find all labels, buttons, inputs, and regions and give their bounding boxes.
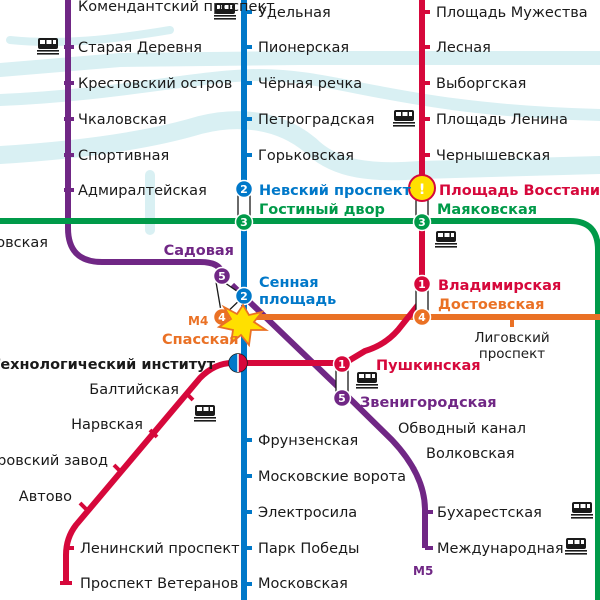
station-volkovskaya: Волковская [426, 446, 515, 462]
svg-text:5: 5 [338, 392, 346, 405]
transfer-pushkinskaya[interactable]: 1 [332, 354, 352, 374]
train-icon [37, 38, 59, 55]
svg-text:1: 1 [338, 358, 346, 371]
train-icon [565, 538, 587, 555]
train-icon [393, 110, 415, 127]
line-3-station-labels: Василеостровская Гостиный двор Маяковска… [0, 202, 537, 251]
station-vladimirskaya: Владимирская [438, 278, 561, 294]
station-admiralteyskaya: Адмиралтейская [78, 183, 207, 199]
station-pushkinskaya: Пушкинская [376, 358, 481, 374]
svg-text:4: 4 [418, 311, 426, 324]
station-moskovskaya: Московская [258, 576, 348, 592]
station-staraya-derevnya: Старая Деревня [78, 40, 202, 56]
transfer-sennaya[interactable]: 2 [234, 286, 254, 306]
svg-text:2: 2 [240, 290, 248, 303]
line-2-station-labels: Удельная Пионерская Чёрная речка Петрогр… [258, 5, 412, 592]
svg-text:3: 3 [418, 216, 426, 229]
station-chernaya-rechka: Чёрная речка [258, 76, 362, 92]
station-vyborgskaya: Выборгская [436, 76, 526, 92]
station-sadovaya: Садовая [164, 243, 234, 259]
line-4-terminus-label: М4 [188, 314, 208, 328]
station-komendantsky: Комендантский проспект [78, 0, 275, 15]
station-udelnaya: Удельная [258, 5, 331, 21]
station-krestovsky-ostrov: Крестовский остров [78, 76, 232, 92]
station-sportivnaya: Спортивная [78, 148, 169, 164]
station-moskovskie-vorota: Московские ворота [258, 469, 406, 485]
station-lesnaya: Лесная [436, 40, 491, 56]
svg-text:!: ! [419, 182, 426, 198]
station-frunzenskaya: Фрунзенская [258, 433, 358, 449]
station-ploshchad-lenina: Площадь Ленина [436, 112, 568, 128]
station-prospekt-veteranov: Проспект Ветеранов [80, 576, 238, 592]
station-tekhnologichesky-institut: Технологический институт [0, 357, 216, 373]
station-gorkovskaya: Горьковская [258, 148, 354, 164]
station-narvskaya: Нарвская [71, 417, 143, 433]
svg-text:2: 2 [240, 183, 248, 196]
transfer-tekhnologichesky-institut[interactable] [228, 353, 248, 373]
svg-text:3: 3 [240, 216, 248, 229]
station-vasileostrovskaya: Василеостровская [0, 235, 48, 251]
station-mezhdunarodnaya: Международная [437, 541, 564, 557]
line-3-track [0, 218, 600, 600]
transfer-ploshchad-vosstaniya-warning[interactable]: ! [408, 174, 436, 202]
transfer-zvenigorodskaya[interactable]: 5 [332, 388, 352, 408]
river-water [0, 26, 600, 235]
station-ticks [60, 10, 514, 586]
station-mayakovskaya: Маяковская [437, 202, 537, 218]
station-ploshchad-muzhestva: Площадь Мужества [436, 5, 588, 21]
svg-text:5: 5 [218, 270, 226, 283]
station-elektrosila: Электросила [258, 505, 357, 521]
svg-text:1: 1 [418, 278, 426, 291]
station-gostiny-dvor: Гостиный двор [259, 202, 385, 218]
station-bukharestskaya: Бухарестская [437, 505, 542, 521]
station-zvenigorodskaya: Звенигородская [360, 395, 497, 411]
transfer-mayakovskaya[interactable]: 3 [412, 212, 432, 232]
train-icon [356, 372, 378, 389]
transfer-nevsky[interactable]: 2 [234, 179, 254, 199]
station-avtovo: Автово [19, 489, 72, 505]
closure-star-icon [216, 303, 269, 348]
transfer-gostiny-dvor[interactable]: 3 [234, 212, 254, 232]
train-icon [571, 502, 593, 519]
line-5-terminus-label: М5 [413, 564, 433, 578]
station-kirovsky-zavod: Кировский завод [0, 453, 108, 469]
station-obvodny-kanal: Обводный канал [398, 421, 526, 437]
station-chernyshevskaya: Чернышевская [436, 148, 550, 164]
station-pionerskaya: Пионерская [258, 40, 349, 56]
station-leninsky-prospekt: Ленинский проспект [80, 541, 240, 557]
transfer-sadovaya[interactable]: 5 [212, 266, 232, 286]
train-icon [435, 231, 457, 248]
station-park-pobedy: Парк Победы [258, 541, 359, 557]
train-icon [194, 405, 216, 422]
station-ploshchad-vosstaniya: Площадь Восстания [439, 183, 600, 199]
line-5-station-labels: Комендантский проспект Старая Деревня Кр… [78, 0, 564, 578]
line-1-station-labels: Площадь Мужества Лесная Выборгская Площа… [0, 5, 600, 592]
station-petrogradskaya: Петроградская [258, 112, 374, 128]
transfer-vladimirskaya[interactable]: 1 [412, 274, 432, 294]
station-chkalovskaya: Чкаловская [78, 112, 167, 128]
station-nevsky-prospekt: Невский проспект [259, 183, 412, 199]
svg-text:4: 4 [218, 311, 226, 324]
transfer-dostoevskaya[interactable]: 4 [412, 307, 432, 327]
station-spasskaya: Спасская [162, 332, 239, 348]
station-baltiyskaya: Балтийская [89, 382, 179, 398]
station-dostoevskaya: Достоевская [438, 297, 544, 313]
